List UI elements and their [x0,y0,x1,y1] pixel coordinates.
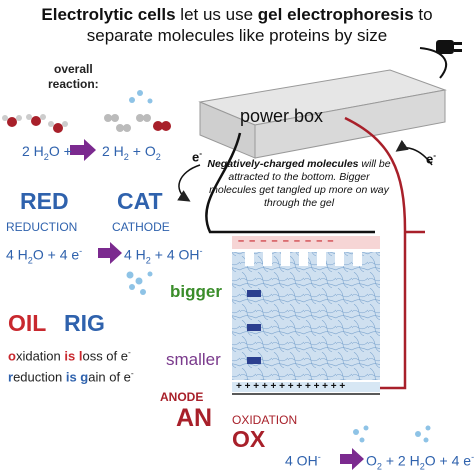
overall-reaction-arrow [70,139,96,161]
band-3 [247,357,261,364]
oil-mnemonic: OIL [8,310,47,336]
overall-reaction-reactants: 2 H2O + [22,143,72,162]
anode-products: O2 + 2 H2O + 4 e- [366,452,474,472]
title-line-2: separate molecules like proteins by size [86,26,388,45]
anode-reaction-arrow [340,448,364,470]
cathode-wire [205,132,375,234]
page-title: Electrolytic cells let us use gel electr… [0,4,474,46]
electron-label-left: e- [192,148,203,165]
title-text-2: to [413,5,433,24]
anode-bubbles-icon [353,425,431,443]
bigger-label: bigger [170,282,222,301]
red-mnemonic: RED [20,188,69,214]
cat-mnemonic: CAT [117,188,163,214]
gel-slab [232,252,380,380]
plug-icon [436,40,462,54]
title-text-1: let us use [175,5,258,24]
band-2 [247,324,261,331]
anode-wire [344,116,407,390]
power-cord [419,47,448,79]
cathode-reaction-arrow [98,242,122,264]
electron-label-right: e- [426,150,437,167]
power-box-label: power box [240,106,324,126]
reduction-definition: reduction is gain of e- [8,368,134,385]
band-1 [247,290,261,297]
cathode-label: CATHODE [112,220,170,234]
anode-label: ANODE [160,390,204,404]
title-bold-2: gel electrophoresis [257,5,414,24]
rig-mnemonic: RIG [64,310,105,336]
cathode-plate [232,236,380,249]
negative-charge-signs: – – – – – – – – – [238,235,335,247]
hydrogen-oxygen-molecules-icon [104,90,171,132]
positive-charge-signs: + + + + + + + + + + + + + [236,381,346,392]
oxidation-label: OXIDATION [232,413,298,427]
anode-reactants: 4 OH- [285,452,321,469]
power-box [198,69,447,159]
reduction-label: REDUCTION [6,220,78,234]
overall-reaction-products: 2 H2 + O2 [102,143,161,162]
electron-arrow-left [177,164,201,202]
gel-explanation: Negatively-charged molecules will be att… [207,158,391,209]
smaller-label: smaller [166,350,221,369]
electron-arrow-right [395,139,433,166]
cathode-reactants: 4 H2O + 4 e- [6,246,83,266]
water-molecules-icon [2,114,68,133]
ox-mnemonic: OX [232,426,266,452]
overall-reaction-label: overall reaction: [48,62,99,91]
oxidation-definition: oxidation is loss of e- [8,347,131,364]
anode-plate [232,382,380,392]
cathode-products: 4 H2 + 4 OH- [124,246,203,266]
an-mnemonic: AN [176,404,213,432]
title-bold-1: Electrolytic cells [41,5,176,24]
bubbles-icon [126,271,153,295]
